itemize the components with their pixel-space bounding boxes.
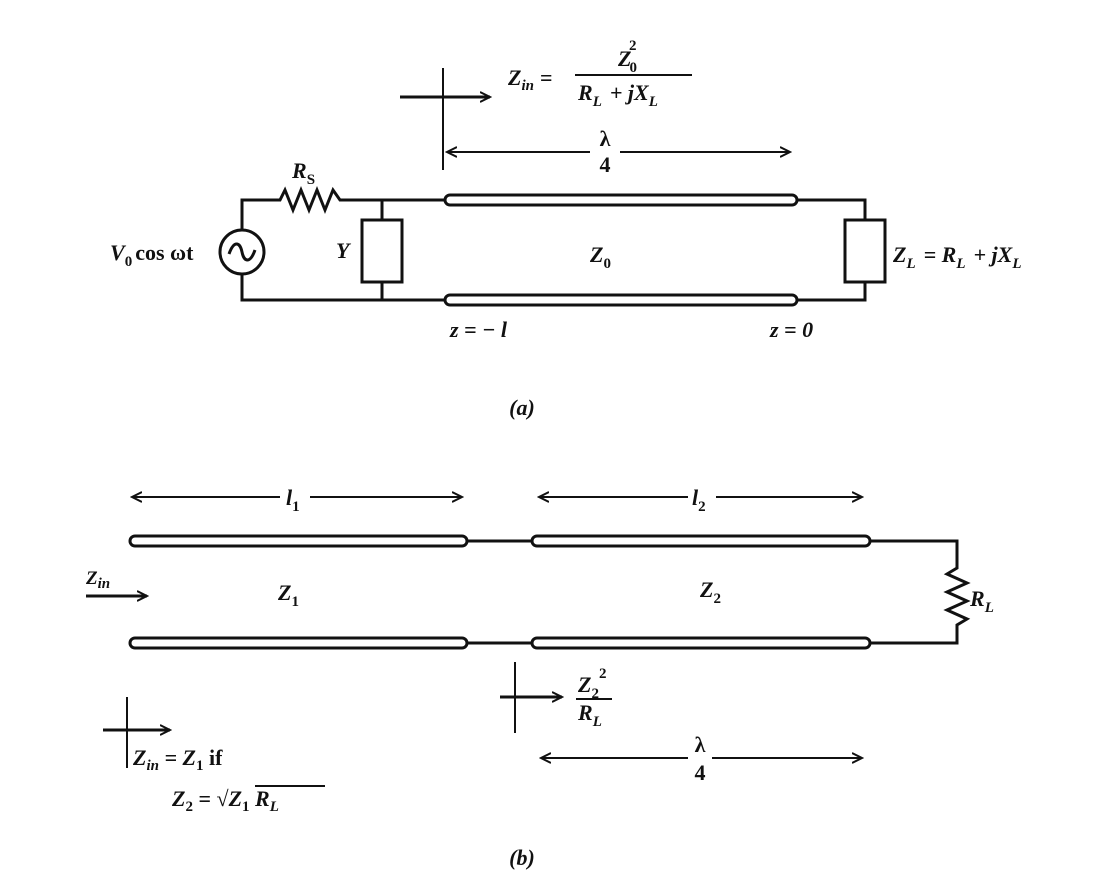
line-bottom-conductor: [443, 293, 799, 307]
four-label: 4: [600, 152, 611, 177]
shunt-admittance-box: [360, 218, 404, 284]
condition-line-1: Zin = Z1 if: [132, 745, 223, 774]
zin-denominator: RL+ jXL: [577, 80, 658, 110]
z-minus-l-label: z = − l: [449, 317, 508, 342]
zin-label: Zin: [85, 568, 110, 592]
line2-top-conductor: [530, 534, 872, 548]
sine-wave-icon: [227, 242, 257, 262]
y-label: Y: [336, 238, 352, 263]
caption-b: (b): [509, 845, 535, 870]
ac-source-icon: [218, 228, 266, 276]
lambda-label: λ: [600, 126, 611, 151]
rs-label: RS: [291, 158, 315, 188]
source-resistor-wire: [240, 185, 445, 230]
load-impedance-box: [843, 218, 887, 284]
z0-label: Z0: [589, 242, 611, 272]
four-b-label: 4: [695, 760, 706, 785]
line1-top-conductor: [128, 534, 469, 548]
bottom-wire: [240, 274, 445, 302]
l1-label: l1: [286, 485, 300, 515]
junction-fraction-denominator: RL: [577, 700, 602, 730]
figure-b: l1 l2 RL Zin Z1 Z2 Z22 RL λ 4 Zin = Z1 i…: [85, 485, 994, 870]
line1-bottom-conductor: [128, 636, 469, 650]
zin-numerator: Z02: [617, 38, 637, 76]
caption-a: (a): [509, 395, 535, 420]
zin-formula-label: Zin=: [507, 65, 553, 94]
line-top-conductor: [443, 193, 799, 207]
rl-label: RL: [969, 586, 994, 616]
condition-line-2: Z2 = √Z1 RL: [171, 786, 279, 815]
z2-label: Z2: [699, 577, 721, 607]
line2-bottom-conductor: [530, 636, 872, 650]
junction-fraction-numerator: Z22: [577, 666, 606, 702]
l2-label: l2: [692, 485, 706, 515]
lambda-b-label: λ: [695, 732, 706, 757]
zl-label: ZL= RL+ jXL: [892, 242, 1022, 272]
z-zero-label: z = 0: [769, 317, 813, 342]
load-resistor: [870, 539, 971, 645]
z1-label: Z1: [277, 580, 299, 610]
